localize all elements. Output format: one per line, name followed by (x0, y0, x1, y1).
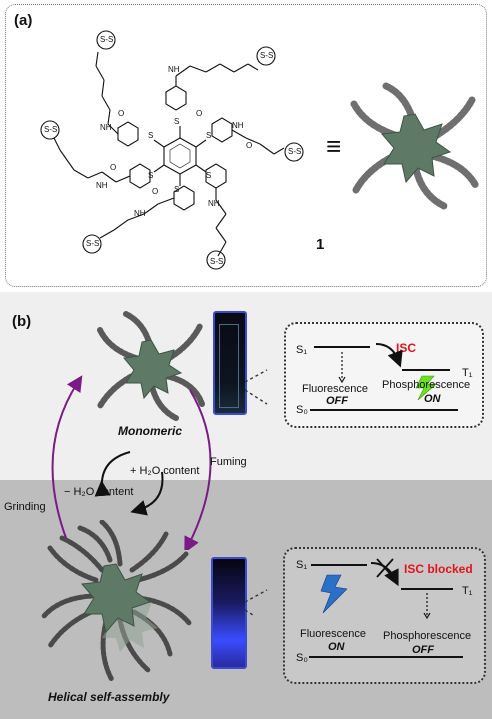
svg-text:S-S: S-S (44, 125, 57, 134)
svg-text:O: O (196, 109, 202, 118)
svg-text:S: S (148, 131, 153, 140)
svg-text:S-S: S-S (260, 51, 273, 60)
chemical-structure: S S S S S S NH O NH O NH NH O NH O NH O … (40, 30, 304, 270)
helical-assembly-cartoon (41, 520, 193, 683)
transition-arrows (51, 375, 212, 550)
svg-text:NH: NH (168, 65, 180, 74)
bottom-isc-label: ISC blocked (404, 562, 473, 576)
svg-text:S: S (206, 131, 211, 140)
svg-text:O: O (152, 187, 158, 196)
svg-text:O: O (118, 109, 124, 118)
molecule-cartoon (350, 82, 480, 210)
svg-text:S: S (174, 117, 179, 126)
isc-blocked-cross-icon (376, 558, 394, 578)
plus-h2o-label: + H₂O content (130, 465, 200, 477)
h2o-cycle-lower-arrow (130, 471, 164, 516)
panel-a-label: (a) (14, 12, 33, 29)
fuming-arrow (184, 389, 212, 550)
svg-text:NH: NH (96, 181, 108, 190)
bottom-s0-label: S₀ (296, 652, 308, 664)
svg-text:O: O (246, 141, 252, 150)
top-fluorescence-state: OFF (326, 395, 348, 407)
minus-h2o-label: − H₂O content (64, 486, 134, 498)
top-s1-label: S₁ (296, 344, 308, 356)
svg-text:S-S: S-S (288, 147, 301, 156)
monomeric-cartoon (97, 311, 205, 421)
compound-number: 1 (316, 236, 325, 253)
h2o-cycle-upper-arrow (94, 451, 131, 497)
grinding-label: Grinding (4, 501, 46, 513)
cuvette-glowing (211, 557, 247, 669)
svg-text:S-S: S-S (100, 35, 113, 44)
energy-diagram-bottom-lines (309, 558, 463, 658)
bottom-s1-label: S₁ (296, 559, 308, 571)
top-fluorescence-label: Fluorescence (302, 383, 369, 395)
helical-caption: Helical self-assembly (48, 690, 170, 704)
bottom-phosphorescence-state: OFF (412, 644, 434, 656)
connector-lines (245, 369, 268, 616)
svg-text:NH: NH (232, 121, 244, 130)
top-t1-label: T₁ (462, 367, 473, 379)
top-s0-label: S₀ (296, 404, 308, 416)
fuming-label: Fuming (210, 456, 247, 468)
svg-text:O: O (110, 163, 116, 172)
svg-text:S: S (148, 171, 153, 180)
svg-text:NH: NH (208, 199, 220, 208)
grinding-arrow (51, 375, 83, 539)
svg-text:S: S (206, 171, 211, 180)
bottom-phosphorescence-label: Phosphorescence (383, 630, 472, 642)
top-phosphorescence-label: Phosphorescence (382, 379, 471, 391)
panel-b-label: (b) (12, 313, 32, 330)
star-core (381, 113, 452, 184)
bottom-fluorescence-label: Fluorescence (300, 628, 367, 640)
bottom-t1-label: T₁ (462, 585, 473, 597)
green-bolt-icon (415, 375, 437, 401)
cuvette-dark-inner (219, 324, 239, 408)
bottom-fluorescence-state: ON (328, 641, 345, 653)
energy-diagram-top-lines (310, 343, 458, 411)
svg-text:S-S: S-S (86, 239, 99, 248)
svg-text:NH: NH (134, 209, 146, 218)
monomeric-caption: Monomeric (118, 424, 183, 438)
blue-bolt-icon (320, 574, 348, 614)
svg-text:S-S: S-S (210, 257, 223, 266)
equivalence-symbol: ≡ (326, 131, 342, 161)
svg-text:S: S (174, 185, 179, 194)
top-phosphorescence-state: ON (424, 393, 441, 405)
svg-text:NH: NH (100, 123, 112, 132)
cuvette-dark (213, 311, 247, 415)
